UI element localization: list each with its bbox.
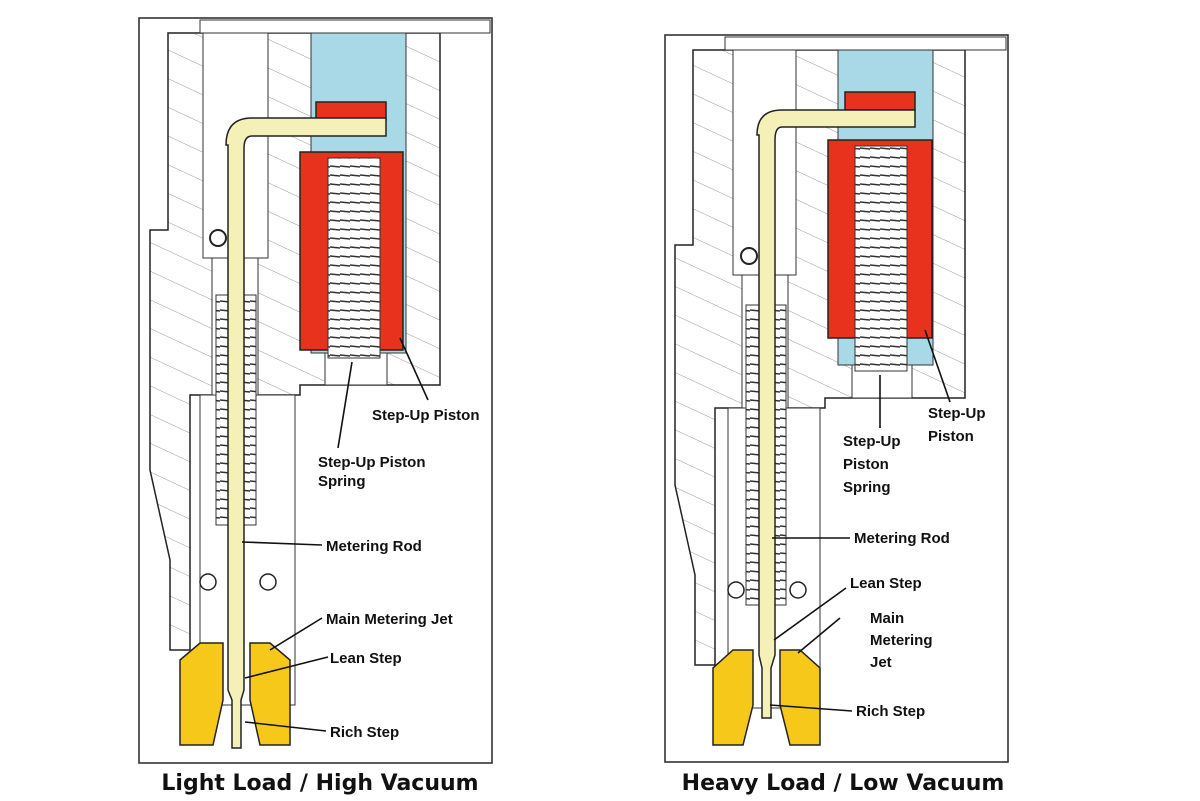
ball-upper — [209, 229, 227, 247]
label-metering-rod: Metering Rod — [326, 538, 422, 555]
label-step-up-piston-line2: Piston — [928, 428, 974, 445]
caption-light-load: Light Load / High Vacuum — [161, 771, 478, 796]
main-metering-jet-left — [179, 642, 224, 746]
leader-metering-rod — [241, 541, 323, 546]
leader-rich-step — [769, 704, 853, 712]
leader-lean-step — [244, 656, 329, 679]
label-step-up-piston-spring-line2: Piston — [843, 456, 889, 473]
metering-rod — [225, 117, 387, 749]
label-step-up-piston-spring-line3: Spring — [843, 479, 891, 496]
label-step-up-piston: Step-Up Piston — [372, 407, 480, 424]
top-cover — [724, 36, 1007, 51]
oring-left — [727, 581, 745, 599]
main-metering-jet-right — [779, 649, 821, 746]
label-lean-step: Lean Step — [330, 650, 402, 667]
leader-step-up-piston — [924, 329, 951, 403]
label-rich-step: Rich Step — [856, 703, 925, 720]
label-step-up-piston-spring-line2: Spring — [318, 473, 366, 490]
leader-main-jet — [797, 617, 841, 654]
panel-light-load: Step-Up Piston Step-Up Piston Spring Met… — [138, 17, 493, 796]
oring-left — [199, 573, 217, 591]
label-step-up-piston-spring-line1: Step-Up Piston — [318, 454, 426, 471]
piston-spring-cavity — [327, 157, 381, 359]
label-main-metering-jet: Main Metering Jet — [326, 611, 453, 628]
label-main-metering-jet-line2: Metering — [870, 632, 933, 649]
ball-upper — [740, 247, 758, 265]
label-step-up-piston-spring-line1: Step-Up — [843, 433, 901, 450]
label-main-metering-jet-line1: Main — [870, 610, 904, 627]
top-cover — [199, 19, 491, 34]
leader-rich-step — [244, 721, 327, 732]
panel-heavy-load: Step-Up Piston Step-Up Piston Spring Met… — [664, 34, 1009, 796]
main-metering-jet-right — [249, 642, 291, 746]
oring-right — [259, 573, 277, 591]
label-rich-step: Rich Step — [330, 724, 399, 741]
piston-spring-cavity — [854, 145, 908, 372]
caption-heavy-load: Heavy Load / Low Vacuum — [682, 771, 1005, 796]
oring-right — [789, 581, 807, 599]
label-main-metering-jet-line3: Jet — [870, 654, 892, 671]
leader-lean-step — [773, 587, 847, 641]
main-metering-jet-left — [712, 649, 754, 746]
step-up-piston-cap — [844, 91, 916, 111]
label-step-up-piston-line1: Step-Up — [928, 405, 986, 422]
leader-piston-spring — [337, 361, 353, 449]
leader-step-up-piston — [399, 337, 429, 401]
metering-rod — [756, 109, 916, 719]
leader-main-jet — [269, 617, 323, 651]
label-lean-step: Lean Step — [850, 575, 922, 592]
label-metering-rod: Metering Rod — [854, 530, 950, 547]
